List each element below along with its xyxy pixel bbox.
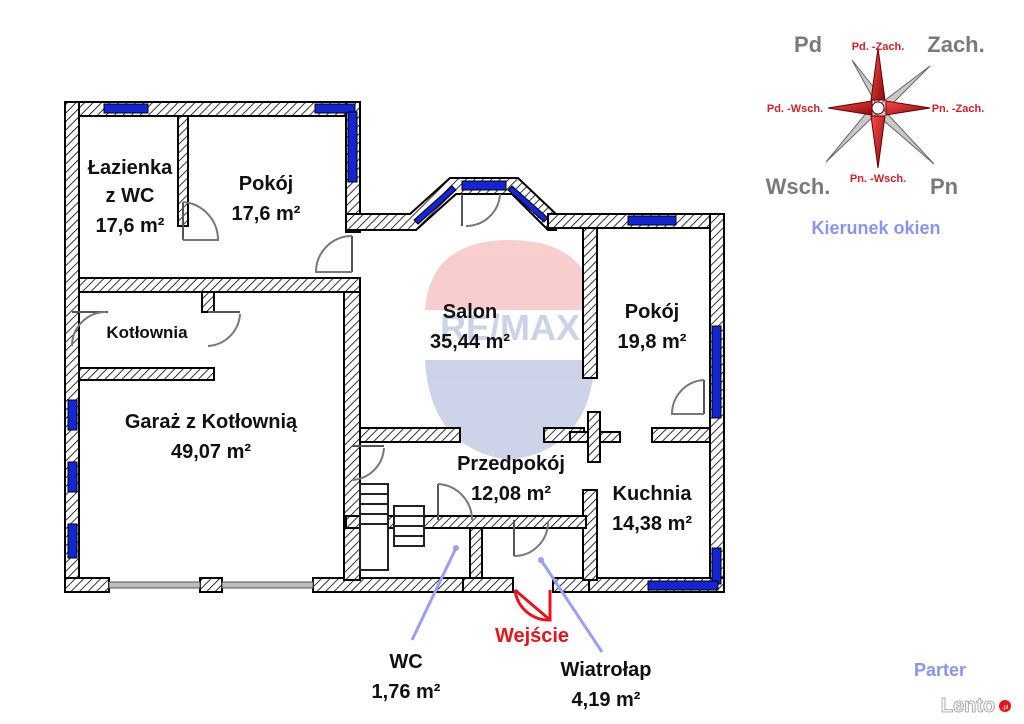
room-pokoj-2: Pokój 19,8 m²: [618, 301, 687, 353]
room-name: Łazienka: [88, 157, 173, 179]
room-pokoj-1: Pokój 17,6 m²: [232, 173, 301, 225]
window: [647, 580, 719, 591]
lento-text: Lento: [941, 695, 995, 717]
entrance-door: [514, 588, 551, 622]
callout-area: 1,76 m²: [372, 681, 441, 703]
window: [347, 111, 358, 183]
room-garaz: Garaż z Kotłownią 49,07 m²: [125, 411, 298, 463]
room-lazienka: Łazienka z WC 17,6 m²: [88, 157, 173, 237]
compass-pd-zach: Pd. -Zach.: [852, 41, 905, 53]
compass-pn-zach: Pn. -Zach.: [932, 103, 985, 115]
remax-watermark-text: RE/MAX: [440, 307, 580, 348]
callout-area: 4,19 m²: [572, 689, 641, 711]
compass-pd-wsch: Pd. -Wsch.: [767, 103, 823, 115]
window: [103, 103, 149, 114]
compass-pn: Pn: [930, 174, 958, 199]
garage-door: [108, 581, 201, 589]
room-area: 12,08 m²: [471, 483, 551, 505]
room-name: Pokój: [239, 173, 293, 195]
callout-name: WC: [389, 651, 422, 673]
window: [67, 461, 78, 493]
stairs: [359, 483, 425, 571]
lento-dot-icon: [999, 700, 1011, 712]
lento-suffix: .pl: [1002, 705, 1008, 711]
window: [67, 523, 78, 559]
room-kotlownia: Kotłownia: [106, 323, 188, 342]
window: [461, 180, 507, 191]
window: [413, 185, 457, 225]
room-name: Kotłownia: [106, 323, 188, 342]
compass-pd: Pd: [794, 32, 822, 57]
floor-label: Parter: [914, 660, 966, 680]
callout-wc: WC 1,76 m²: [372, 545, 459, 703]
room-area: 14,38 m²: [612, 513, 692, 535]
window: [507, 185, 549, 223]
room-name: Kuchnia: [613, 483, 693, 505]
room-area: 49,07 m²: [171, 441, 251, 463]
callout-wiatrolap: Wiatrołap 4,19 m²: [538, 557, 651, 711]
room-name: Garaż z Kotłownią: [125, 411, 298, 433]
room-salon: Salon 35,44 m²: [430, 301, 510, 353]
compass-caption: Kierunek okien: [811, 218, 940, 238]
window: [711, 325, 722, 419]
room-kuchnia: Kuchnia 14,38 m²: [612, 483, 692, 535]
compass-wsch: Wsch.: [766, 174, 831, 199]
window: [67, 399, 78, 431]
window: [711, 547, 722, 585]
entrance-label: Wejście: [495, 625, 569, 647]
compass-pn-wsch: Pn. -Wsch.: [850, 173, 906, 185]
room-name: Przedpokój: [457, 453, 565, 475]
room-area: 35,44 m²: [430, 331, 510, 353]
room-name: Pokój: [625, 301, 679, 323]
room-name: z WC: [106, 185, 155, 207]
compass-zach: Zach.: [927, 32, 984, 57]
doors: [71, 193, 705, 622]
compass-rose: [825, 47, 935, 169]
window: [627, 215, 677, 226]
room-area: 17,6 m²: [232, 203, 301, 225]
callout-name: Wiatrołap: [561, 659, 652, 681]
room-przedpokoj: Przedpokój 12,08 m²: [457, 453, 565, 505]
lento-watermark: Lento .pl: [940, 695, 1011, 717]
garage-door: [221, 581, 314, 589]
room-area: 17,6 m²: [96, 215, 165, 237]
room-area: 19,8 m²: [618, 331, 687, 353]
window: [314, 103, 356, 114]
windows: [67, 103, 722, 591]
room-name: Salon: [443, 301, 497, 323]
